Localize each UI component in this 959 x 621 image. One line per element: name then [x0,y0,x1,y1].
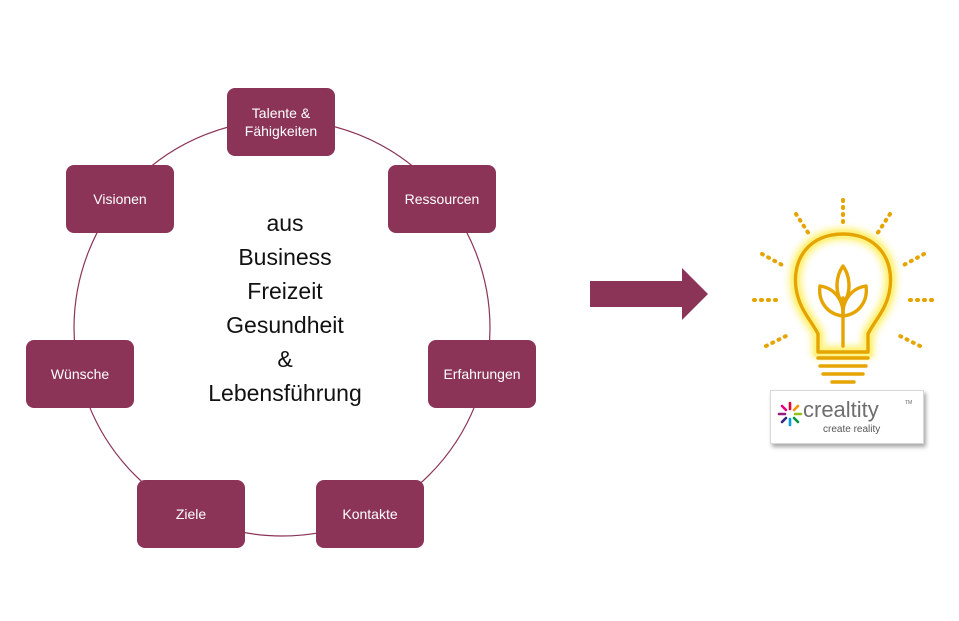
logo-wordmark: crealtity [803,397,879,422]
center-line: & [277,346,293,372]
node-kontakte: Kontakte [316,480,424,548]
center-line: Business [238,244,332,270]
center-line: Freizeit [247,278,323,304]
node-visionen: Visionen [66,165,174,233]
crealtity-logo: crealtity TM create reality [770,390,924,444]
lightbulb-icon [752,198,934,384]
node-ziele: Ziele [137,480,245,548]
node-talente-faehigkeiten: Talente & Fähigkeiten [227,88,335,156]
starburst-logo-icon [777,401,803,427]
center-line: Gesundheit [226,312,344,338]
node-ressourcen: Ressourcen [388,165,496,233]
logo-tagline: create reality [823,424,881,435]
right-arrow [590,268,708,320]
center-text: aus Business Freizeit Gesundheit & Leben… [170,206,400,410]
node-wuensche: Wünsche [26,340,134,408]
node-erfahrungen: Erfahrungen [428,340,536,408]
center-line: Lebensführung [208,380,362,406]
center-line: aus [266,210,304,236]
logo-trademark: TM [905,400,913,406]
